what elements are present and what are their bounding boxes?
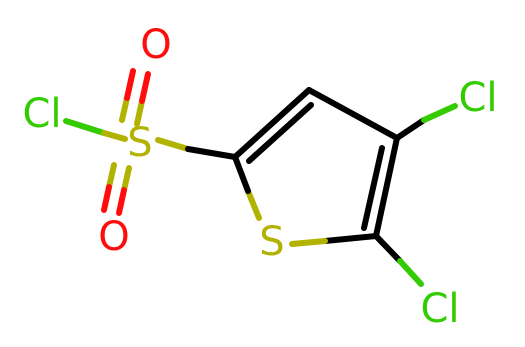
bond-s-o-bottom-d: [101, 184, 112, 213]
atom-cl-4: Cl: [458, 75, 497, 121]
atom-o-bottom: O: [98, 214, 129, 260]
bond-s-c2-a: [155, 137, 191, 152]
atom-o-top: O: [140, 22, 171, 68]
atom-cl-sulfonyl: Cl: [22, 91, 61, 137]
bond-c4-cl-b: [421, 103, 458, 123]
bond-s-o-top-d: [124, 68, 136, 101]
bond-c3-c4: [306, 87, 400, 141]
bond-cl-s-2: [101, 130, 128, 142]
bond-s-o-top-a: [134, 98, 145, 127]
atom-s-sulfonyl: S: [127, 120, 152, 166]
bond-c5-cl-b: [397, 258, 424, 287]
bond-sring-c2-b: [232, 154, 251, 194]
bond-c2-c3-inner: [246, 102, 314, 164]
bond-c2-c3: [232, 87, 312, 160]
bonds: [63, 68, 458, 287]
bond-s-o-bottom-a: [121, 165, 132, 193]
bond-s-o-bottom-c: [106, 162, 117, 190]
atom-cl-5: Cl: [420, 286, 459, 332]
bond-c4-cl-a: [394, 117, 427, 141]
bond-c4-c5: [373, 135, 400, 239]
bond-cl-s: [63, 118, 107, 136]
bond-s-o-top-c: [119, 95, 130, 123]
bond-c5-sring-a: [322, 233, 379, 244]
bond-sring-c2-a: [245, 188, 262, 221]
bond-s-o-top-b: [139, 71, 151, 104]
bond-s-c2-b: [185, 146, 238, 160]
atom-s-ring: S: [259, 219, 284, 265]
bond-c5-sring-b: [289, 238, 328, 247]
atom-labels: Cl S O O S Cl Cl: [22, 22, 497, 332]
bond-s-o-bottom-b: [116, 187, 127, 216]
bond-c4-c5-inner: [361, 145, 385, 231]
bond-c5-cl-a: [373, 233, 403, 264]
